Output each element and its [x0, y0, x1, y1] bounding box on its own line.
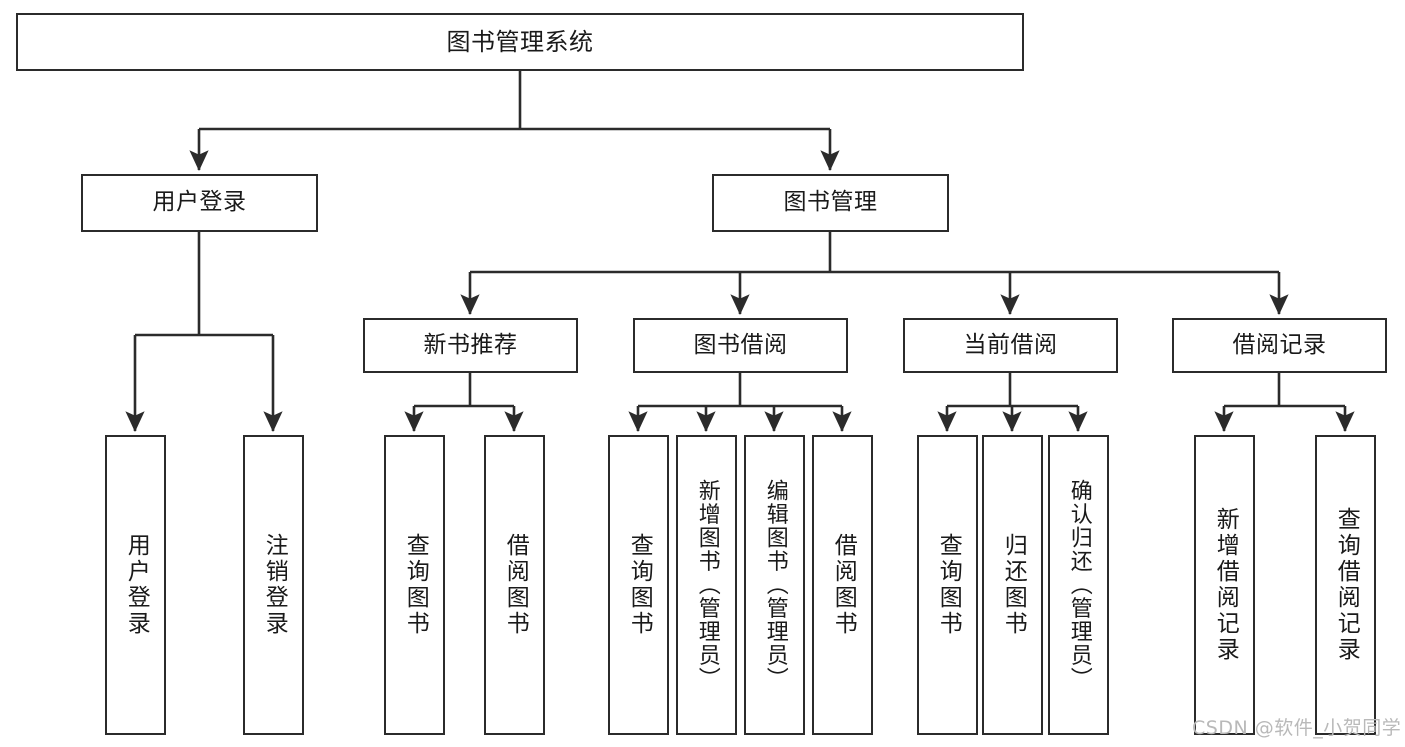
node-leaf-return-book[interactable]: 归还图书 — [982, 435, 1043, 735]
node-user-login-label: 用户登录 — [152, 189, 247, 216]
node-leaf-add-book-label: 新增图书（管理员） — [694, 479, 720, 691]
node-leaf-logout-label: 注销登录 — [261, 533, 288, 637]
node-leaf-logout[interactable]: 注销登录 — [243, 435, 304, 735]
node-book-manage[interactable]: 图书管理 — [712, 174, 949, 232]
node-leaf-add-book[interactable]: 新增图书（管理员） — [676, 435, 737, 735]
node-root-label: 图书管理系统 — [446, 27, 594, 56]
node-root[interactable]: 图书管理系统 — [16, 13, 1024, 71]
node-leaf-query-record-label: 查询借阅记录 — [1333, 507, 1360, 663]
node-book-borrow[interactable]: 图书借阅 — [633, 318, 848, 373]
node-leaf-user-login[interactable]: 用户登录 — [105, 435, 166, 735]
node-leaf-confirm-return[interactable]: 确认归还（管理员） — [1048, 435, 1109, 735]
node-user-login[interactable]: 用户登录 — [81, 174, 318, 232]
node-leaf-query-book-1[interactable]: 查询图书 — [384, 435, 445, 735]
node-leaf-query-book-2-label: 查询图书 — [626, 533, 653, 637]
node-current-borrow[interactable]: 当前借阅 — [903, 318, 1118, 373]
node-leaf-query-book-3-label: 查询图书 — [935, 533, 962, 637]
node-book-borrow-label: 图书借阅 — [693, 331, 788, 358]
node-leaf-query-book-1-label: 查询图书 — [402, 533, 429, 637]
csdn-watermark: CSDN @软件_小贺同学 — [1192, 717, 1402, 739]
node-leaf-query-book-2[interactable]: 查询图书 — [608, 435, 669, 735]
node-leaf-add-record-label: 新增借阅记录 — [1212, 507, 1239, 663]
node-leaf-borrow-book-2-label: 借阅图书 — [830, 533, 857, 637]
node-current-borrow-label: 当前借阅 — [963, 331, 1058, 358]
node-book-manage-label: 图书管理 — [783, 189, 878, 216]
node-leaf-borrow-book-1-label: 借阅图书 — [502, 533, 529, 637]
node-leaf-query-record[interactable]: 查询借阅记录 — [1315, 435, 1376, 735]
node-new-book-recommend-label: 新书推荐 — [423, 331, 518, 358]
node-leaf-query-book-3[interactable]: 查询图书 — [917, 435, 978, 735]
node-leaf-borrow-book-2[interactable]: 借阅图书 — [812, 435, 873, 735]
node-new-book-recommend[interactable]: 新书推荐 — [363, 318, 578, 373]
node-borrow-record[interactable]: 借阅记录 — [1172, 318, 1387, 373]
node-leaf-user-login-label: 用户登录 — [123, 533, 150, 637]
node-leaf-edit-book[interactable]: 编辑图书（管理员） — [744, 435, 805, 735]
node-leaf-edit-book-label: 编辑图书（管理员） — [762, 479, 788, 691]
node-leaf-add-record[interactable]: 新增借阅记录 — [1194, 435, 1255, 735]
node-borrow-record-label: 借阅记录 — [1232, 331, 1327, 358]
node-leaf-return-book-label: 归还图书 — [1000, 533, 1027, 637]
node-leaf-confirm-return-label: 确认归还（管理员） — [1066, 479, 1092, 691]
node-leaf-borrow-book-1[interactable]: 借阅图书 — [484, 435, 545, 735]
